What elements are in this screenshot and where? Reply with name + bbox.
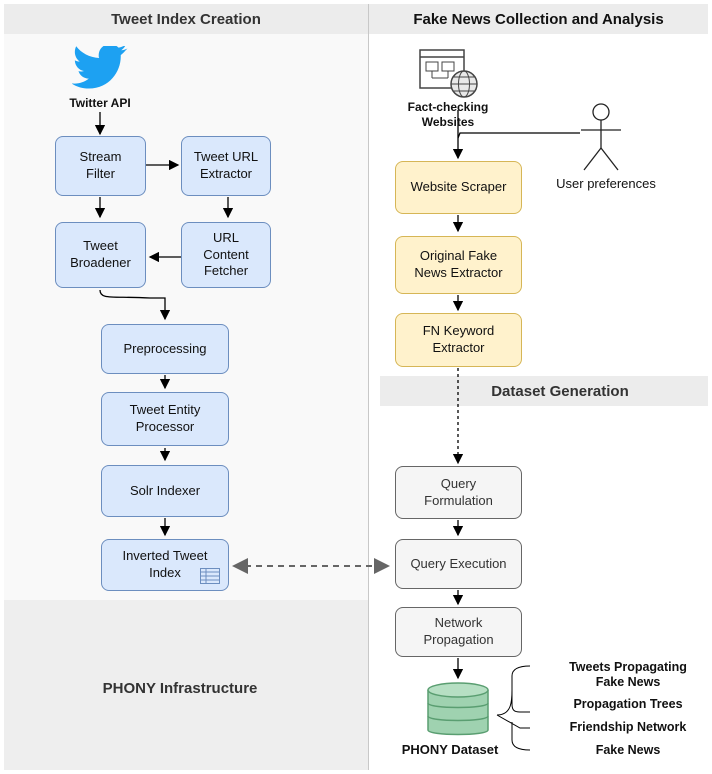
solr-indexer-node: Solr Indexer (101, 465, 229, 517)
network-propagation-node: Network Propagation (395, 607, 522, 657)
output-tweets-propagating: Tweets Propagating Fake News (569, 660, 687, 689)
query-execution-node: Query Execution (395, 539, 522, 589)
user-stick-figure-icon (581, 103, 621, 171)
tweet-url-extractor-node: Tweet URL Extractor (181, 136, 271, 196)
infrastructure-panel (4, 600, 369, 770)
phony-dataset-label: PHONY Dataset (401, 742, 499, 757)
table-index-icon (200, 568, 220, 584)
output-friendship-network: Friendship Network (569, 720, 687, 734)
twitter-api-label: Twitter API (69, 96, 131, 110)
fn-keyword-extractor-node: FN Keyword Extractor (395, 313, 522, 367)
website-icon (419, 49, 478, 98)
fact-checking-websites-label: Fact-checking Websites (407, 100, 489, 129)
query-formulation-node: Query Formulation (395, 466, 522, 519)
dataset-generation-band (380, 376, 708, 406)
preprocessing-node: Preprocessing (101, 324, 229, 374)
inverted-tweet-index-label: Inverted Tweet Index (122, 548, 208, 580)
tweet-entity-processor-node: Tweet Entity Processor (101, 392, 229, 446)
output-fake-news: Fake News (595, 743, 661, 757)
dataset-generation-title: Dataset Generation (491, 383, 629, 400)
url-content-fetcher-node: URL Content Fetcher (181, 222, 271, 288)
left-section-title: Tweet Index Creation (4, 4, 368, 34)
twitter-bird-icon (72, 46, 128, 89)
website-scraper-node: Website Scraper (395, 161, 522, 214)
database-icon (427, 682, 489, 736)
stream-filter-node: Stream Filter (55, 136, 146, 196)
output-propagation-trees: Propagation Trees (573, 697, 683, 711)
original-fake-news-extractor-node: Original Fake News Extractor (395, 236, 522, 294)
right-section-title: Fake News Collection and Analysis (369, 4, 708, 34)
infrastructure-title: PHONY Infrastructure (102, 680, 258, 697)
inverted-tweet-index-node: Inverted Tweet Index (101, 539, 229, 591)
user-preferences-label: User preferences (556, 176, 656, 191)
tweet-broadener-node: Tweet Broadener (55, 222, 146, 288)
